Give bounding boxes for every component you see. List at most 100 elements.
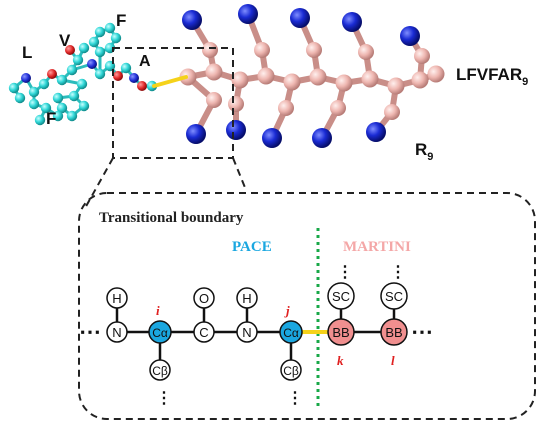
- r9-sidechain-bead: [206, 92, 222, 108]
- r9-charged-bead: [226, 120, 246, 140]
- r9-charged-bead: [342, 12, 362, 32]
- r9-sidechain-bead: [254, 42, 270, 58]
- martini-label: MARTINI: [343, 239, 411, 255]
- r9-sidechain-bead: [202, 42, 218, 58]
- carbon-atom: [40, 102, 52, 114]
- ellipsis-right: ⋯: [411, 319, 433, 344]
- r9-charged-bead: [400, 26, 420, 46]
- r9-sidechain-bead: [384, 104, 400, 120]
- bead-sc2: SC: [380, 282, 408, 310]
- atom-ca-j: Cα: [279, 320, 303, 344]
- carbon-atom: [66, 64, 78, 76]
- carbon-atom: [104, 22, 116, 34]
- ellipsis-left: ⋯: [79, 319, 101, 344]
- svg-text:O: O: [199, 291, 209, 306]
- atom-o: O: [193, 287, 215, 309]
- cg-link-bond: [152, 75, 188, 88]
- r9-backbone-bead: [283, 73, 301, 91]
- r9-charged-bead: [262, 128, 282, 148]
- atom-n1: N: [106, 321, 128, 343]
- r9-backbone-bead: [231, 71, 249, 89]
- r9-backbone-bead: [361, 70, 379, 88]
- carbon-atom: [88, 36, 100, 48]
- svg-text:BB: BB: [332, 325, 349, 340]
- r9-charged-bead: [312, 128, 332, 148]
- carbon-atom: [66, 110, 78, 122]
- residue-label-a: A: [139, 53, 151, 70]
- index-k: k: [337, 353, 344, 368]
- svg-text:H: H: [242, 291, 251, 306]
- svg-text:Cα: Cα: [152, 326, 168, 340]
- vdots-sc2: ⋮: [390, 264, 406, 281]
- r9-sidechain-bead: [306, 42, 322, 58]
- bead-bb-l: BB: [380, 318, 408, 346]
- atom-cb2: Cβ: [280, 359, 302, 381]
- vdots-sc1: ⋮: [337, 264, 353, 281]
- carbon-atom: [94, 46, 106, 58]
- svg-text:BB: BB: [385, 325, 402, 340]
- r9-label: R9: [415, 140, 433, 163]
- r9-martini-chain: [179, 4, 445, 148]
- atom-cb1: Cβ: [149, 359, 171, 381]
- nitrogen-atom: [21, 73, 31, 83]
- carbon-atom: [28, 86, 40, 98]
- carbon-atom: [68, 90, 80, 102]
- r9-backbone-bead: [427, 65, 445, 83]
- carbon-atom: [52, 110, 64, 122]
- residue-label-f-bottom: F: [46, 109, 56, 128]
- r9-charged-bead: [238, 4, 258, 24]
- pace-label: PACE: [232, 239, 272, 255]
- carbon-atom: [56, 74, 68, 86]
- svg-text:Cβ: Cβ: [152, 364, 168, 378]
- carbon-atom: [78, 42, 90, 54]
- residue-label-f-top: F: [116, 11, 126, 30]
- carbon-atom: [52, 92, 64, 104]
- oxygen-atom: [47, 69, 57, 79]
- bead-sc1: SC: [327, 282, 355, 310]
- oxygen-atom: [137, 81, 147, 91]
- zoom-line-right: [232, 157, 247, 191]
- carbon-atom: [72, 54, 84, 66]
- r9-charged-bead: [366, 122, 386, 142]
- svg-text:Cβ: Cβ: [283, 364, 299, 378]
- nitrogen-atom: [87, 59, 97, 69]
- carbon-atom: [8, 82, 20, 94]
- svg-text:C: C: [199, 325, 208, 340]
- carbon-atom: [78, 100, 90, 112]
- carbon-atom: [94, 68, 106, 80]
- residue-label-v: V: [59, 31, 71, 50]
- carbon-atom: [38, 78, 50, 90]
- r9-backbone-bead: [335, 74, 353, 92]
- r9-backbone-bead: [411, 71, 429, 89]
- index-l: l: [391, 353, 395, 368]
- carbon-atom: [76, 78, 88, 90]
- carbon-atom: [34, 114, 46, 126]
- carbon-atom: [28, 98, 40, 110]
- carbon-atom: [120, 62, 132, 74]
- svg-text:SC: SC: [332, 289, 350, 304]
- nitrogen-atom: [129, 73, 139, 83]
- oxygen-atom: [113, 71, 123, 81]
- svg-text:N: N: [112, 325, 121, 340]
- svg-text:H: H: [112, 291, 121, 306]
- bead-bb-k: BB: [327, 318, 355, 346]
- atom-h1: H: [106, 287, 128, 309]
- r9-backbone-bead: [257, 67, 275, 85]
- r9-sidechain-bead: [228, 96, 244, 112]
- index-i: i: [156, 303, 160, 318]
- transitional-boundary-panel: [78, 192, 536, 420]
- r9-charged-bead: [290, 8, 310, 28]
- oxygen-atom: [65, 45, 75, 55]
- lfvfa-atomistic-peptide: [8, 22, 158, 126]
- zoom-line-left: [83, 157, 114, 211]
- atom-c: C: [193, 321, 215, 343]
- panel-title: Transitional boundary: [99, 210, 244, 226]
- carbon-atom: [56, 102, 68, 114]
- peptide-name: LFVFAR9: [456, 65, 528, 88]
- r9-sidechain-bead: [414, 48, 430, 64]
- index-j: j: [284, 303, 290, 318]
- carbon-atom: [14, 92, 26, 104]
- vdots-cb1: ⋮: [156, 390, 172, 407]
- residue-label-l: L: [22, 43, 32, 62]
